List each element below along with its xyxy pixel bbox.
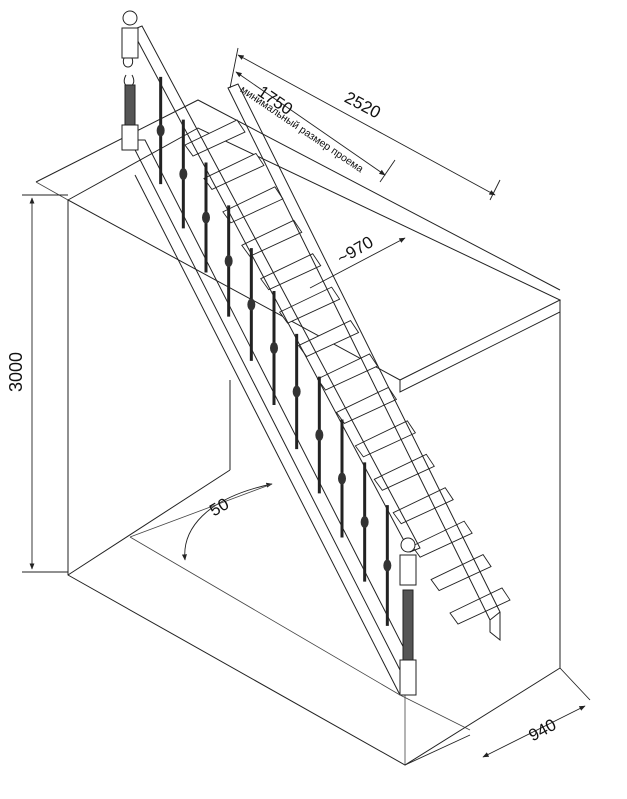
stair-tread [354,420,417,458]
stair-tread [241,219,303,257]
baluster [224,205,233,317]
baluster [247,248,256,361]
room-outline [67,200,561,766]
baluster [179,119,188,229]
baluster [202,162,210,273]
stair-tread [392,487,454,525]
angle-dimension: 50 [129,482,273,561]
baluster [383,505,392,626]
handrail [131,25,421,553]
width-label: 940 [525,715,559,745]
height-dimension: 3000 [6,194,68,573]
baluster [292,333,301,450]
baluster [270,291,278,405]
stair-tread [449,587,511,625]
stair-tread [278,286,341,324]
left-stringer [129,139,416,696]
stair-tread [373,453,435,491]
baluster [156,76,165,185]
ceiling-slab [35,99,562,393]
right-stringer [227,83,501,642]
height-label: 3000 [6,352,26,392]
total-length-label: 2520 [341,88,383,123]
stair-tread [297,319,360,358]
bottom-newel-post [399,537,417,696]
balusters [156,76,392,626]
baluster [315,376,324,494]
stair-tread [411,520,473,558]
top-newel-post [121,10,139,151]
stair-tread [430,553,492,592]
opening-width-label: ~970 [334,232,377,268]
stair-tread [335,386,398,424]
stair-treads [184,119,511,625]
baluster [338,419,346,538]
floor-lines [129,536,471,731]
length-dimensions: 1750 2520 минимальный размер проема [229,47,501,201]
stair-tread [260,253,322,291]
width-dimension: 940 [404,667,591,766]
stair-tread [184,119,246,157]
opening-width-dimension: ~970 [309,232,406,289]
baluster [360,462,369,582]
